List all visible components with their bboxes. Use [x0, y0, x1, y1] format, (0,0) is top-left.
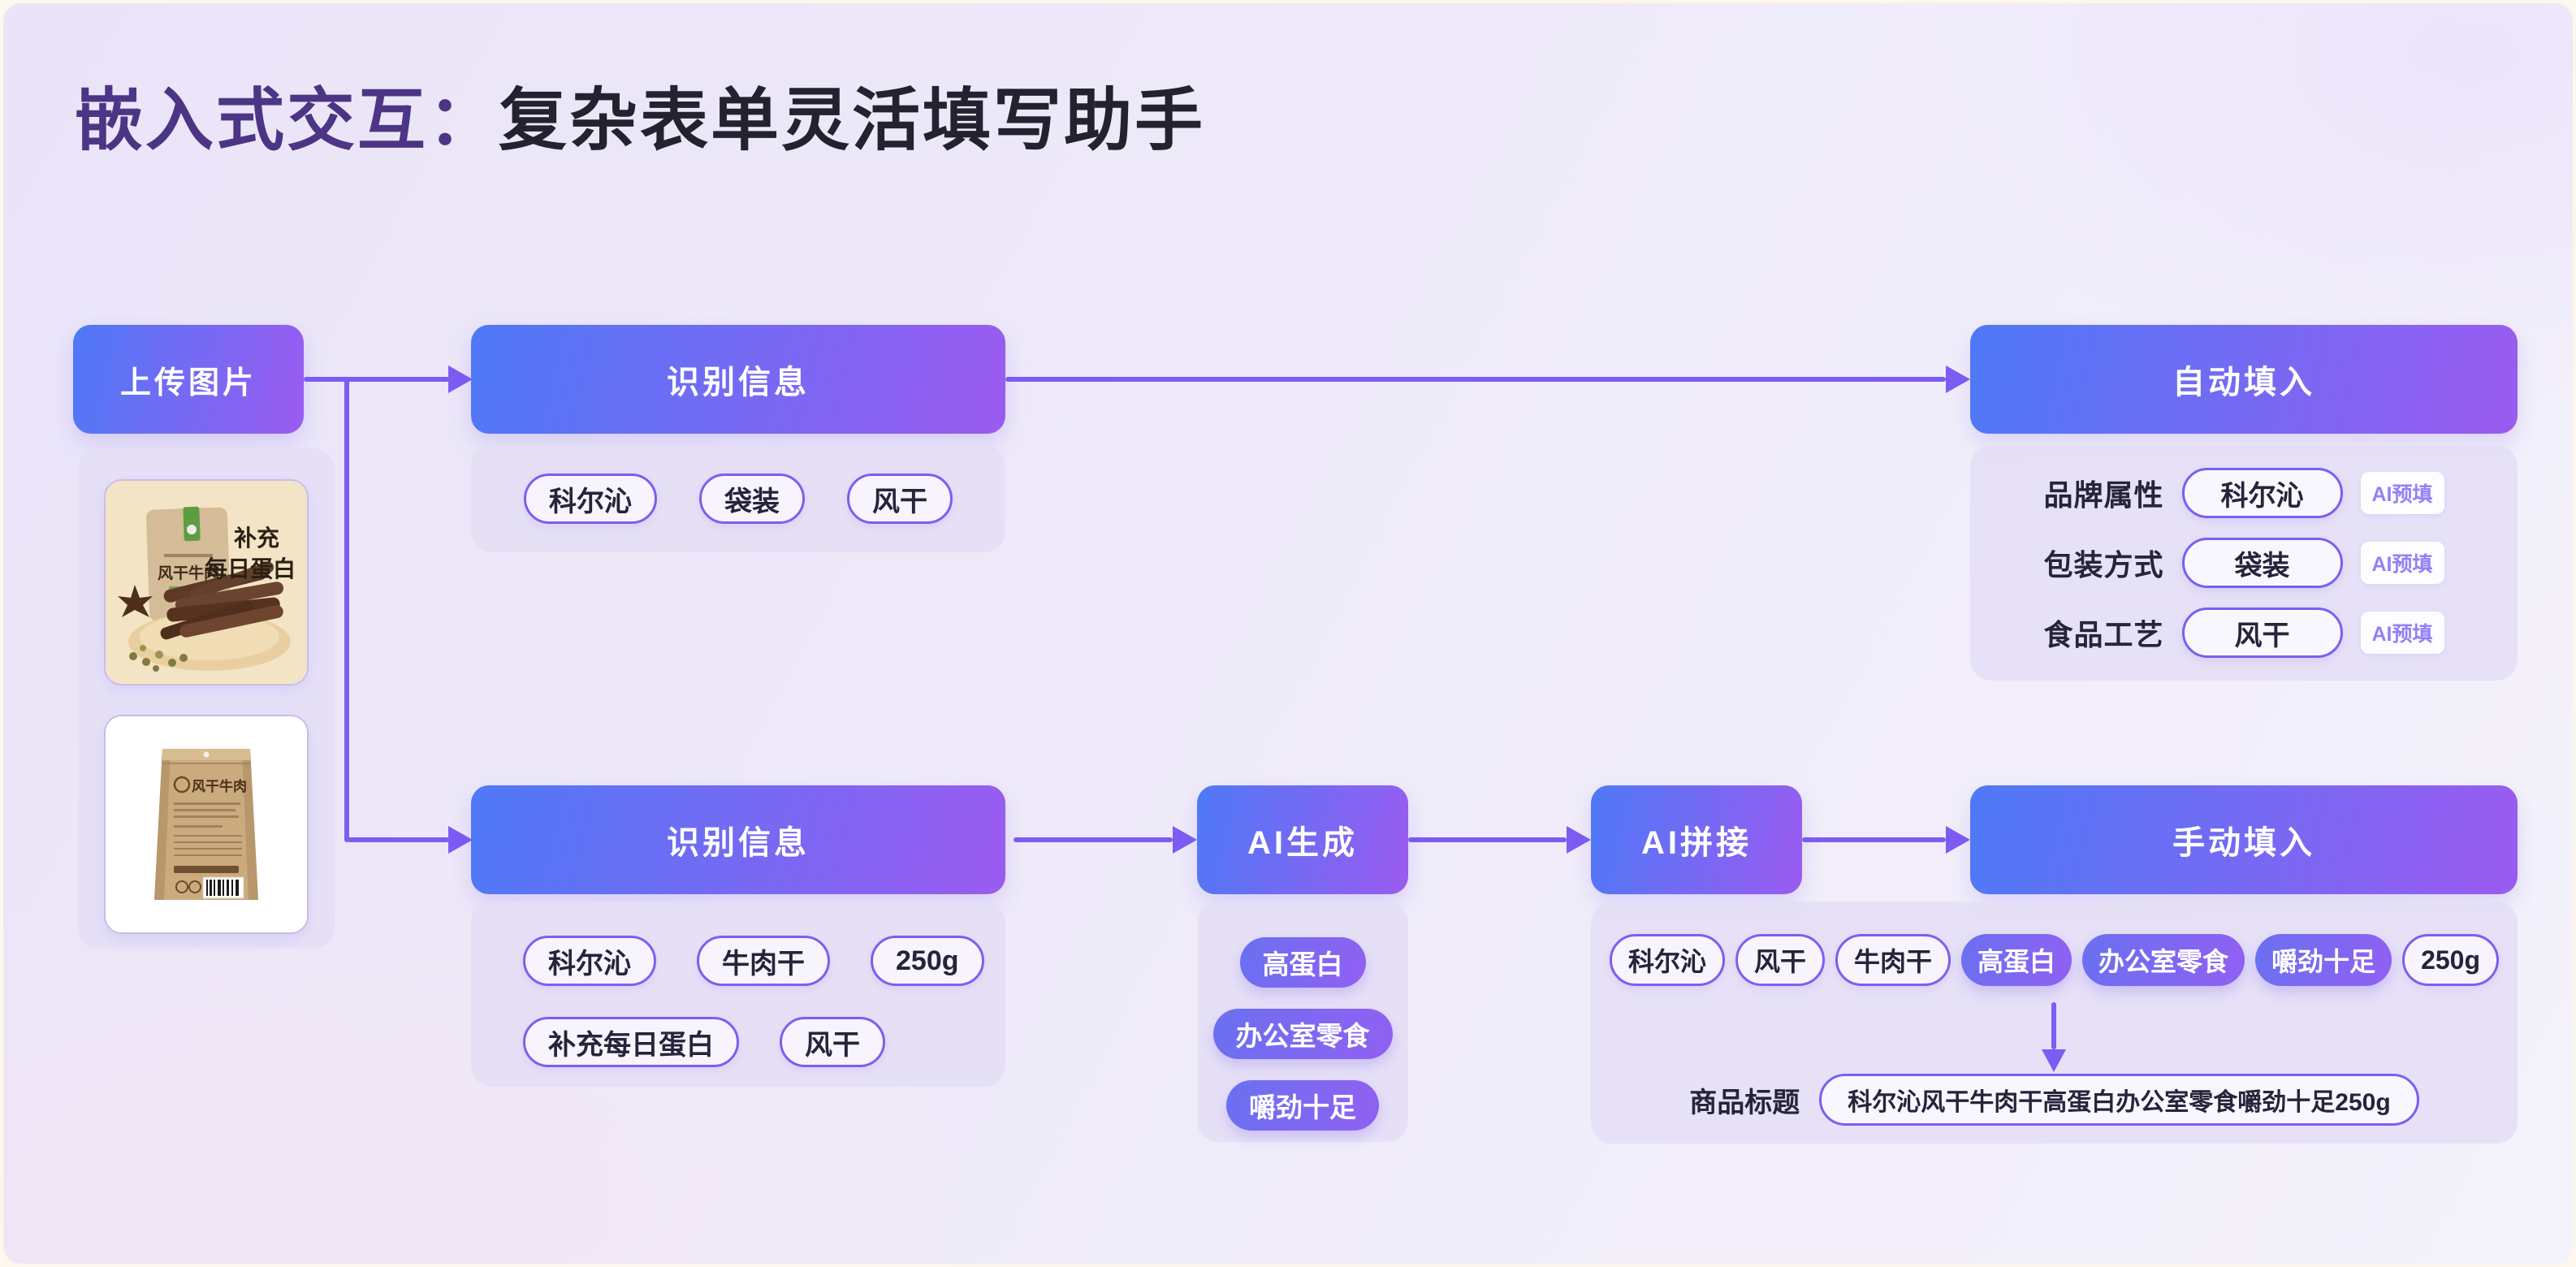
tag-brand: 科尔沁 [524, 474, 657, 524]
arrowhead-to-recognize-bottom [448, 826, 473, 854]
connector-tags-to-title [2051, 1002, 2056, 1049]
connector-recognize-to-autofill [1005, 377, 1946, 382]
recognize-top-tags-panel: 科尔沁 袋装 风干 [471, 445, 1005, 552]
recognize-bottom-tags-panel: 科尔沁 牛肉干 250g 补充每日蛋白 风干 [471, 902, 1005, 1087]
product-title-label: 商品标题 [1689, 1087, 1800, 1118]
result-tag: 250g [2402, 934, 2500, 986]
arrowhead-to-manualfill [1946, 826, 1970, 854]
arrowhead-to-recognize-top [448, 365, 473, 393]
node-manual-fill-label: 手动填入 [2172, 825, 2315, 861]
peppercorns-icon [129, 645, 188, 672]
node-autofill: 自动填入 [1970, 325, 2518, 434]
node-recognize-top: 识别信息 [471, 325, 1005, 434]
node-autofill-label: 自动填入 [2172, 365, 2315, 400]
node-ai-generate-label: AI生成 [1247, 825, 1358, 861]
ai-prefill-badge: AI预填 [2360, 612, 2444, 654]
arrowhead-to-title [2042, 1049, 2066, 1072]
field-label-process: 食品工艺 [2043, 618, 2164, 651]
field-row-packaging: 包装方式 袋装 AI预填 [1970, 538, 2518, 588]
page-title-highlight: 嵌入式交互： [75, 82, 499, 158]
result-tag: 嚼劲十足 [2255, 934, 2392, 986]
label-text-lines [174, 802, 242, 856]
page-title-rest: 复杂表单灵活填写助手 [499, 82, 1206, 158]
product-back-illustration: 风干牛肉 [106, 716, 307, 932]
back-bag-label: 风干牛肉 [192, 778, 247, 794]
product-photo-back: 风干牛肉 [104, 715, 309, 934]
front-bag-label: 风干牛肉 [158, 564, 219, 582]
autofill-fields-panel: 品牌属性 科尔沁 AI预填 包装方式 袋装 AI预填 食品工艺 风干 AI预填 [1970, 445, 2518, 681]
result-tag: 牛肉干 [1835, 934, 1951, 986]
connector-branch-down [344, 377, 349, 842]
connector-branch-to-recognize-bottom [347, 837, 450, 842]
field-value-packaging: 袋装 [2181, 538, 2343, 588]
tag-process: 风干 [780, 1017, 885, 1067]
tags-row: 科尔沁 牛肉干 250g [523, 936, 1005, 986]
node-manual-fill: 手动填入 [1970, 785, 2518, 894]
barcode-icon [202, 876, 244, 899]
arrowhead-to-aigenerate [1173, 826, 1197, 854]
kraft-bag-back-icon: 风干牛肉 [154, 749, 258, 900]
uploaded-images-panel: 风干牛肉 [78, 448, 335, 949]
generated-tag: 嚼劲十足 [1226, 1080, 1379, 1131]
node-ai-splice: AI拼接 [1591, 785, 1802, 894]
node-upload-image: 上传图片 [73, 325, 304, 434]
generated-tag: 高蛋白 [1239, 937, 1366, 988]
field-value-process: 风干 [2181, 608, 2343, 658]
arrowhead-to-aisplice [1567, 826, 1591, 854]
arrowhead-to-autofill [1946, 365, 1970, 393]
field-value-brand: 科尔沁 [2181, 468, 2343, 518]
page-title: 嵌入式交互：复杂表单灵活填写助手 [75, 78, 1205, 163]
field-label-packaging: 包装方式 [2043, 548, 2164, 582]
node-ai-generate: AI生成 [1197, 785, 1408, 894]
node-upload-image-label: 上传图片 [119, 365, 257, 400]
connector-recognize-to-aigenerate [1014, 837, 1173, 842]
product-title-value: 科尔沁风干牛肉干高蛋白办公室零食嚼劲十足250g [1819, 1074, 2419, 1126]
field-label-brand: 品牌属性 [2043, 478, 2164, 512]
node-ai-splice-label: AI拼接 [1641, 825, 1752, 861]
ai-prefill-badge: AI预填 [2360, 542, 2444, 584]
result-tag: 科尔沁 [1609, 934, 1725, 986]
result-tag: 办公室零食 [2082, 934, 2245, 986]
result-tags-row: 科尔沁 风干 牛肉干 高蛋白 办公室零食 嚼劲十足 250g [1591, 934, 2518, 986]
tag-weight: 250g [871, 936, 984, 986]
tag-process: 风干 [847, 474, 953, 524]
star-anise-icon [118, 585, 153, 617]
node-recognize-bottom-label: 识别信息 [667, 825, 810, 861]
connector-aigenerate-to-aisplice [1408, 837, 1567, 842]
beef-jerky-icon [160, 561, 284, 640]
field-row-brand: 品牌属性 科尔沁 AI预填 [1970, 468, 2518, 518]
node-recognize-top-label: 识别信息 [667, 365, 810, 400]
tag-category: 牛肉干 [697, 936, 830, 986]
field-row-process: 食品工艺 风干 AI预填 [1970, 608, 2518, 658]
ai-generated-tags-panel: 高蛋白 办公室零食 嚼劲十足 [1197, 902, 1408, 1142]
tag-slogan: 补充每日蛋白 [523, 1017, 739, 1067]
generated-tag: 办公室零食 [1212, 1009, 1393, 1059]
connector-upload-right [304, 377, 450, 382]
product-front-illustration: 风干牛肉 [106, 481, 307, 684]
front-caption-line1: 补充 [234, 525, 279, 551]
result-tag: 风干 [1735, 934, 1826, 986]
node-recognize-bottom: 识别信息 [471, 785, 1005, 894]
front-caption-line2: 每日蛋白 [205, 556, 296, 582]
product-photo-front: 风干牛肉 [104, 479, 309, 685]
result-tag: 高蛋白 [1961, 934, 2072, 986]
tags-row: 补充每日蛋白 风干 [523, 1017, 1005, 1067]
tag-brand: 科尔沁 [523, 936, 656, 986]
result-title-row: 商品标题 科尔沁风干牛肉干高蛋白办公室零食嚼劲十足250g [1591, 1074, 2518, 1126]
tag-packaging: 袋装 [699, 474, 805, 524]
splice-result-panel: 科尔沁 风干 牛肉干 高蛋白 办公室零食 嚼劲十足 250g 商品标题 科尔沁风… [1591, 902, 2518, 1144]
ai-prefill-badge: AI预填 [2360, 472, 2444, 514]
connector-aisplice-to-manualfill [1802, 837, 1946, 842]
